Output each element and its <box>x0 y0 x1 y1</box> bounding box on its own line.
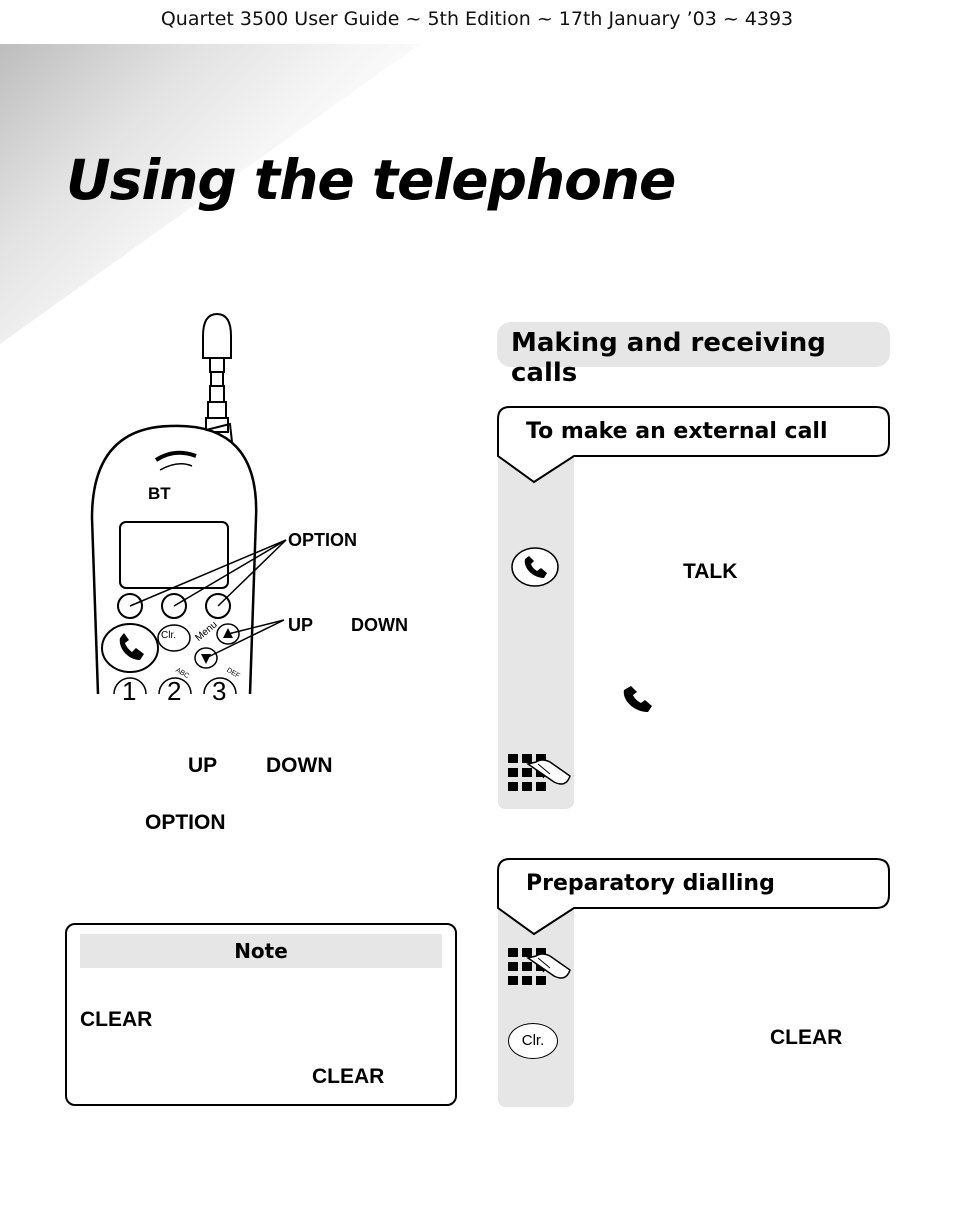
callout-down: DOWN <box>351 615 408 635</box>
talk-handset-icon <box>511 547 559 587</box>
note-clear-1: CLEAR <box>80 1008 153 1031</box>
clr-key-label: Clr. <box>161 630 176 641</box>
callout-up: UP <box>288 615 314 635</box>
callout-option: OPTION <box>288 530 358 550</box>
key-2: 2 <box>167 676 182 706</box>
prep-dialling-heading: Preparatory dialling <box>526 871 775 896</box>
key-3: 3 <box>212 676 227 706</box>
external-call-heading: To make an external call <box>526 419 828 444</box>
prep-dialling-frame <box>497 858 890 1107</box>
note-box <box>65 923 457 1106</box>
note-clear-2: CLEAR <box>312 1065 385 1088</box>
document-header: Quartet 3500 User Guide ~ 5th Edition ~ … <box>160 8 794 30</box>
page-title: Using the telephone <box>66 148 676 212</box>
section-title: Making and receiving calls <box>497 322 890 388</box>
handset-icon <box>623 686 652 712</box>
external-call-frame <box>497 406 890 809</box>
keypad-press-icon <box>508 948 571 985</box>
phone-illustration: BT Clr. Menu ABC DEF 1 2 3 OPTION UP DOW… <box>60 308 480 706</box>
bt-logo: BT <box>148 484 171 503</box>
external-call-talk: TALK <box>683 560 738 583</box>
text-up: UP <box>188 754 218 777</box>
prep-dialling-clear: CLEAR <box>770 1026 843 1049</box>
keypad-press-icon <box>508 754 571 791</box>
text-option: OPTION <box>145 811 226 834</box>
note-heading: Note <box>80 934 442 968</box>
clr-button-icon: Clr. <box>508 1023 558 1059</box>
text-down: DOWN <box>266 754 333 777</box>
key-1: 1 <box>122 676 137 706</box>
